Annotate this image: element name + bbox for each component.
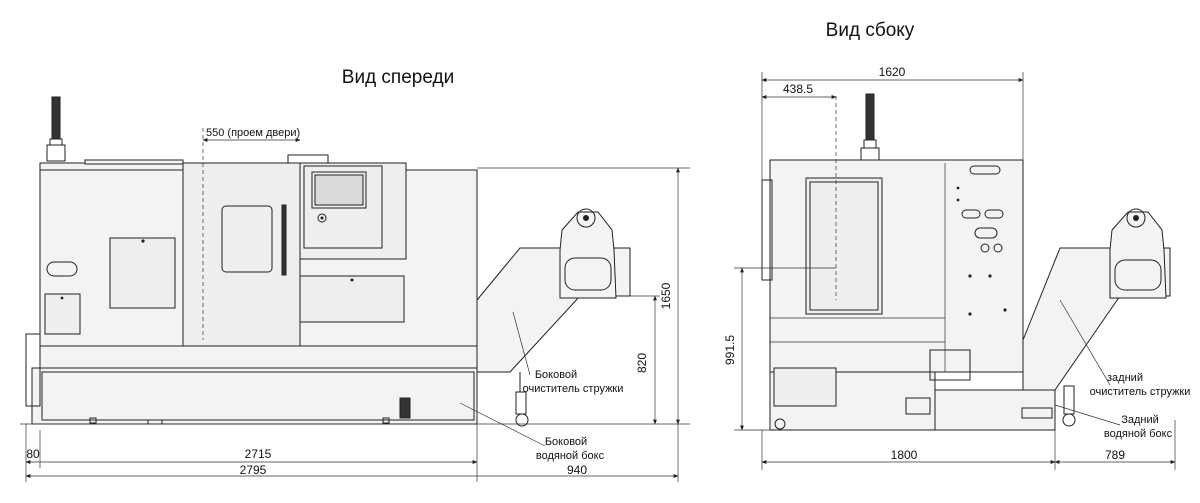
side-view: задний очиститель стружки Задний водяной… xyxy=(723,65,1190,470)
front-chip-cleaner-label-1: Боковой xyxy=(535,369,577,381)
front-left-offset-dim: 80 xyxy=(26,447,40,461)
side-total-depth-dim: 1620 xyxy=(879,65,906,79)
side-water-box-label-1: Задний xyxy=(1121,414,1159,426)
front-chip-conveyor xyxy=(476,208,631,427)
front-water-box-label-2: водяной бокс xyxy=(536,450,605,462)
front-water-box-label-1: Боковой xyxy=(545,436,587,448)
side-chip-conveyor xyxy=(1022,208,1171,427)
front-total-width-dim: 2795 xyxy=(240,463,267,477)
front-height-dim: 1650 xyxy=(659,282,673,309)
side-water-box xyxy=(934,389,1056,431)
front-chip-cleaner-height-dim: 820 xyxy=(635,353,649,373)
front-chip-cleaner-label-2: очиститель стружки xyxy=(523,383,624,395)
side-chip-cleaner-label-1: задний xyxy=(1107,372,1143,384)
door-opening-dim: 550 (проем двери) xyxy=(206,127,300,139)
front-view-title: Вид спереди xyxy=(342,67,454,88)
front-body-width-dim: 2715 xyxy=(245,447,272,461)
side-signal-tower xyxy=(860,93,880,161)
side-panel-holes xyxy=(956,165,1007,316)
front-conveyor-width-dim: 940 xyxy=(567,463,587,477)
side-conveyor-depth-dim: 789 xyxy=(1105,448,1125,462)
front-door xyxy=(182,162,301,347)
side-window-offset-dim: 438.5 xyxy=(783,82,813,96)
side-height-dim: 991.5 xyxy=(723,335,737,365)
side-window xyxy=(805,177,883,315)
side-view-title: Вид сбоку xyxy=(826,20,915,41)
side-water-box-label-2: водяной бокс xyxy=(1104,428,1173,440)
signal-tower xyxy=(46,96,66,162)
front-view: 550 (проем двери) Боковой очиститель стр… xyxy=(20,96,690,482)
side-chip-cleaner-label-2: очиститель стружки xyxy=(1090,386,1191,398)
side-base-depth-dim: 1800 xyxy=(891,448,918,462)
